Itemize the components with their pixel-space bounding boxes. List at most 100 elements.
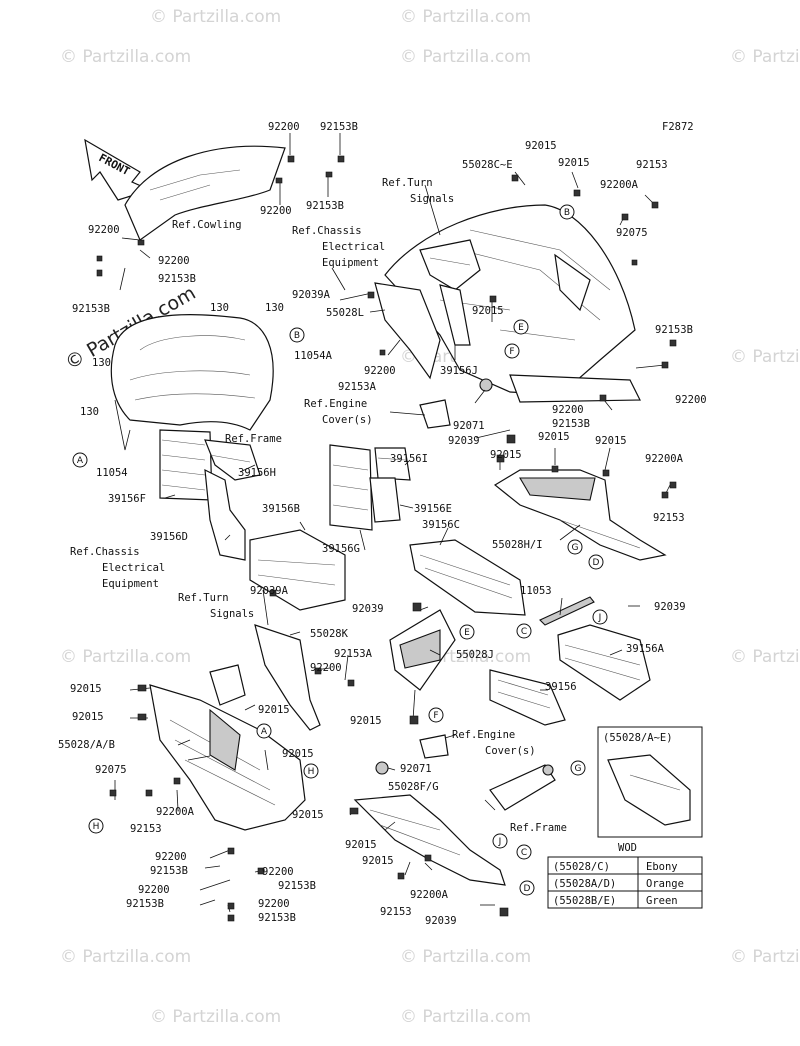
fairing-piece-55028J [389, 609, 456, 691]
ref-chassis: Ref.Chassis [292, 225, 362, 237]
wod-row-code: (55028/C) [553, 861, 610, 873]
label-92200: 92200 [258, 898, 290, 910]
label-92015: 92015 [350, 715, 382, 727]
label-92015: 92015 [258, 704, 290, 716]
label-92015: 92015 [292, 809, 324, 821]
ref-engine-cover: Ref.Engine [304, 398, 367, 410]
label-92200: 92200 [262, 866, 294, 878]
callout-H: H [308, 767, 315, 777]
watermark: © Partzilla.com [60, 47, 191, 67]
label-92153B: 92153B [72, 303, 110, 315]
label-92200: 92200 [268, 121, 300, 133]
figure-code: F2872 [662, 121, 694, 133]
stay-11053 [539, 596, 595, 626]
part-labels: 92200 92153B 92200 92153B Ref.Cowling 92… [58, 121, 707, 927]
ref-frame-lower: Ref.Frame [510, 822, 567, 834]
label-11054A: 11054A [294, 350, 333, 362]
left-lower-fairing [149, 684, 306, 831]
label-92153: 92153 [653, 512, 685, 524]
pad-39156 [489, 669, 566, 726]
label-92153B: 92153B [158, 273, 196, 285]
watermark: © Partzilla.com [730, 47, 800, 67]
label-130: 130 [265, 302, 284, 314]
fairing-piece-55028L [374, 282, 441, 380]
ref-cowling: Ref.Cowling [172, 219, 242, 231]
callout-D: D [524, 884, 531, 894]
ref-turn-signals-lower-2: Signals [210, 608, 254, 620]
label-92075: 92075 [616, 227, 648, 239]
wod-row-code: (55028A/D) [553, 878, 616, 890]
callout-C: C [521, 848, 527, 858]
left-turn-signal [209, 664, 246, 706]
wod-color-table: WOD (55028/C) Ebony (55028A/D) Orange (5… [547, 842, 703, 909]
wod-row-color: Orange [646, 878, 684, 890]
ref-frame: Ref.Frame [225, 433, 282, 445]
label-39156: 39156 [545, 681, 577, 693]
callout-B: B [294, 331, 300, 341]
frame-bracket [489, 764, 556, 811]
ref-engine-cover-lower: Ref.Engine [452, 729, 515, 741]
watermark: © Partzilla.com [150, 7, 281, 27]
ref-turn-signals-2: Signals [410, 193, 454, 205]
watermark: © Partzilla.com [60, 647, 191, 667]
watermark: © Partzilla.com [400, 7, 531, 27]
label-39156I: 39156I [390, 453, 428, 465]
watermark: © Partzilla.com [730, 947, 800, 967]
wod-title: WOD [618, 842, 637, 854]
ref-chassis-3: Equipment [322, 257, 379, 269]
watermark: © Partzilla.com [400, 47, 531, 67]
ref-chassis-lower-3: Equipment [102, 578, 159, 590]
label-92153: 92153 [636, 159, 668, 171]
label-130: 130 [210, 302, 229, 314]
callout-E: E [464, 628, 470, 638]
label-55028C-E: 55028C~E [462, 159, 513, 171]
label-55028H-I: 55028H/I [492, 539, 543, 551]
label-92153B: 92153B [258, 912, 296, 924]
callout-E: E [518, 323, 524, 333]
label-39156D: 39156D [150, 531, 188, 543]
label-92200: 92200 [310, 662, 342, 674]
callout-F: F [433, 711, 438, 721]
label-92153B: 92153B [126, 898, 164, 910]
label-92075: 92075 [95, 764, 127, 776]
callout-J: J [598, 613, 602, 623]
label-92200A: 92200A [410, 889, 449, 901]
label-92200: 92200 [552, 404, 584, 416]
callout-A: A [77, 456, 84, 466]
label-11053: 11053 [520, 585, 552, 597]
label-92071: 92071 [400, 763, 432, 775]
right-lower-panel [493, 469, 667, 561]
label-92200: 92200 [88, 224, 120, 236]
watermark: © Partzilla.com [730, 347, 800, 367]
label-130: 130 [80, 406, 99, 418]
pads-group [159, 429, 651, 726]
callout-D: D [593, 558, 600, 568]
callout-B: B [564, 208, 570, 218]
label-39156J: 39156J [440, 365, 478, 377]
watermark: © Partzilla.com [60, 947, 191, 967]
callout-F: F [509, 347, 514, 357]
callout-A: A [261, 727, 268, 737]
watermark: © Partzilla.com [400, 947, 531, 967]
label-39156H: 39156H [238, 467, 276, 479]
label-92015: 92015 [538, 431, 570, 443]
label-55028J: 55028J [456, 649, 494, 661]
pad-39156H [204, 439, 261, 481]
engine-cover-lower-bracket [419, 734, 449, 759]
label-92015: 92015 [472, 305, 504, 317]
label-92015: 92015 [282, 748, 314, 760]
label-92153B: 92153B [278, 880, 316, 892]
label-39156F: 39156F [108, 493, 146, 505]
label-92200: 92200 [260, 205, 292, 217]
label-92153: 92153 [380, 906, 412, 918]
fairing-piece-55028K [254, 624, 321, 731]
ref-chassis-lower: Ref.Chassis [70, 546, 140, 558]
label-92153B: 92153B [552, 418, 590, 430]
label-55028L: 55028L [326, 307, 364, 319]
label-39156E: 39156E [414, 503, 452, 515]
callout-H: H [93, 822, 100, 832]
label-39156B: 39156B [262, 503, 300, 515]
pad-39156E [369, 477, 401, 523]
label-92015: 92015 [70, 683, 102, 695]
engine-cover-bracket [419, 399, 451, 429]
